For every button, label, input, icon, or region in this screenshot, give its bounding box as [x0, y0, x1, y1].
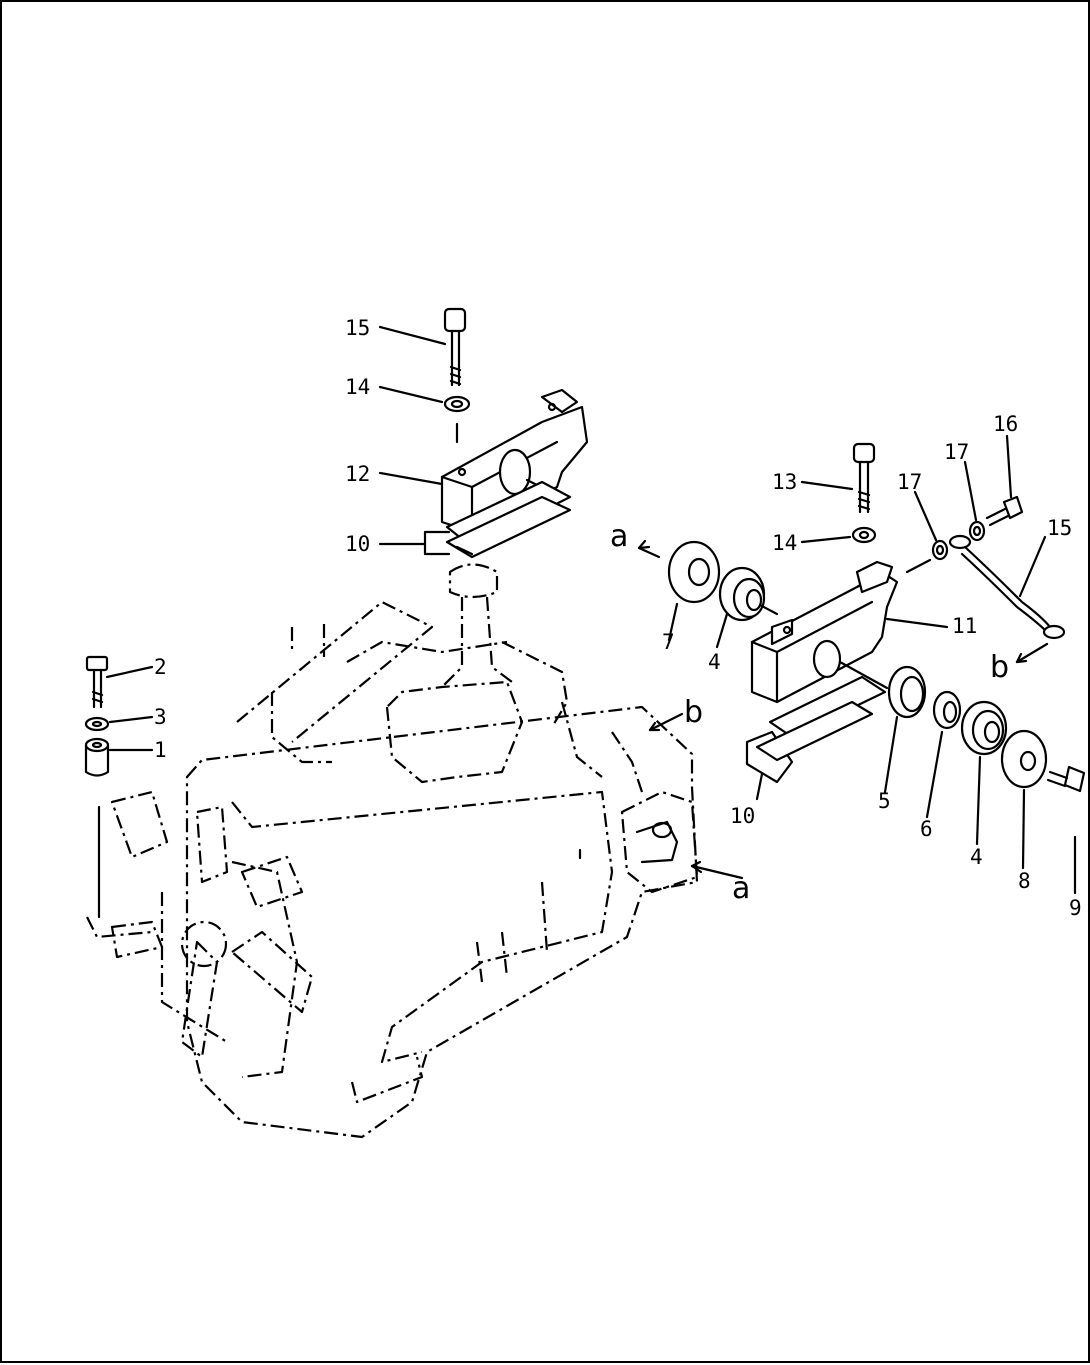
collar-5	[887, 665, 927, 719]
callout-10: 10	[345, 532, 370, 556]
spacer-6	[932, 690, 962, 730]
centerline	[905, 558, 932, 574]
callout-14-right: 14	[772, 531, 797, 555]
callout-14: 14	[345, 375, 370, 399]
callout-b-right: b	[990, 650, 1009, 685]
washer-14-top	[443, 395, 471, 413]
bolt-2	[85, 655, 109, 709]
callout-15: 15	[345, 316, 370, 340]
engine-mount-post	[441, 563, 513, 688]
mount-bracket-11	[750, 560, 899, 704]
callout-17-a: 17	[897, 470, 922, 494]
bolt-15-top	[443, 307, 467, 387]
washer-8	[1000, 729, 1048, 789]
callout-labels: 15 14 12 10 2 3 1 a 7 4 13 14 17 17 16 1…	[154, 316, 1082, 920]
callout-1: 1	[154, 738, 167, 762]
callout-13: 13	[772, 470, 797, 494]
bolt-13	[852, 442, 876, 514]
leader-lines	[105, 325, 1077, 895]
callout-6: 6	[920, 817, 933, 841]
cooling-fan	[86, 790, 314, 1079]
cushion-4-right	[960, 700, 1008, 756]
washer-3	[84, 716, 110, 732]
callout-a-engine: a	[732, 871, 750, 906]
shim-10-right	[745, 675, 887, 784]
callout-15-right: 15	[1047, 516, 1072, 540]
callout-4-left: 4	[708, 650, 721, 674]
cushion-4-left	[718, 566, 779, 622]
callout-3: 3	[154, 705, 167, 729]
callout-4-right: 4	[970, 845, 983, 869]
bolt-16	[985, 495, 1024, 527]
callout-2: 2	[154, 655, 167, 679]
spacer-1	[84, 737, 110, 777]
shim-10-top	[445, 480, 572, 559]
bolt-9	[1046, 765, 1086, 793]
washer-14-right	[851, 526, 877, 544]
washer-7	[667, 540, 721, 604]
callout-b-engine: b	[684, 695, 703, 730]
callout-12: 12	[345, 462, 370, 486]
callout-16: 16	[993, 412, 1018, 436]
callout-10-right: 10	[730, 804, 755, 828]
washer-17-a	[931, 539, 949, 561]
callout-7: 7	[662, 630, 675, 654]
callout-17-b: 17	[944, 440, 969, 464]
engine-outline	[185, 600, 699, 1139]
callout-11: 11	[952, 614, 977, 638]
callout-5: 5	[878, 789, 891, 813]
ground-strap-15	[948, 534, 1066, 640]
washer-17-b	[968, 520, 986, 542]
callout-a-top: a	[610, 519, 628, 554]
callout-9: 9	[1069, 896, 1082, 920]
callout-8: 8	[1018, 869, 1031, 893]
